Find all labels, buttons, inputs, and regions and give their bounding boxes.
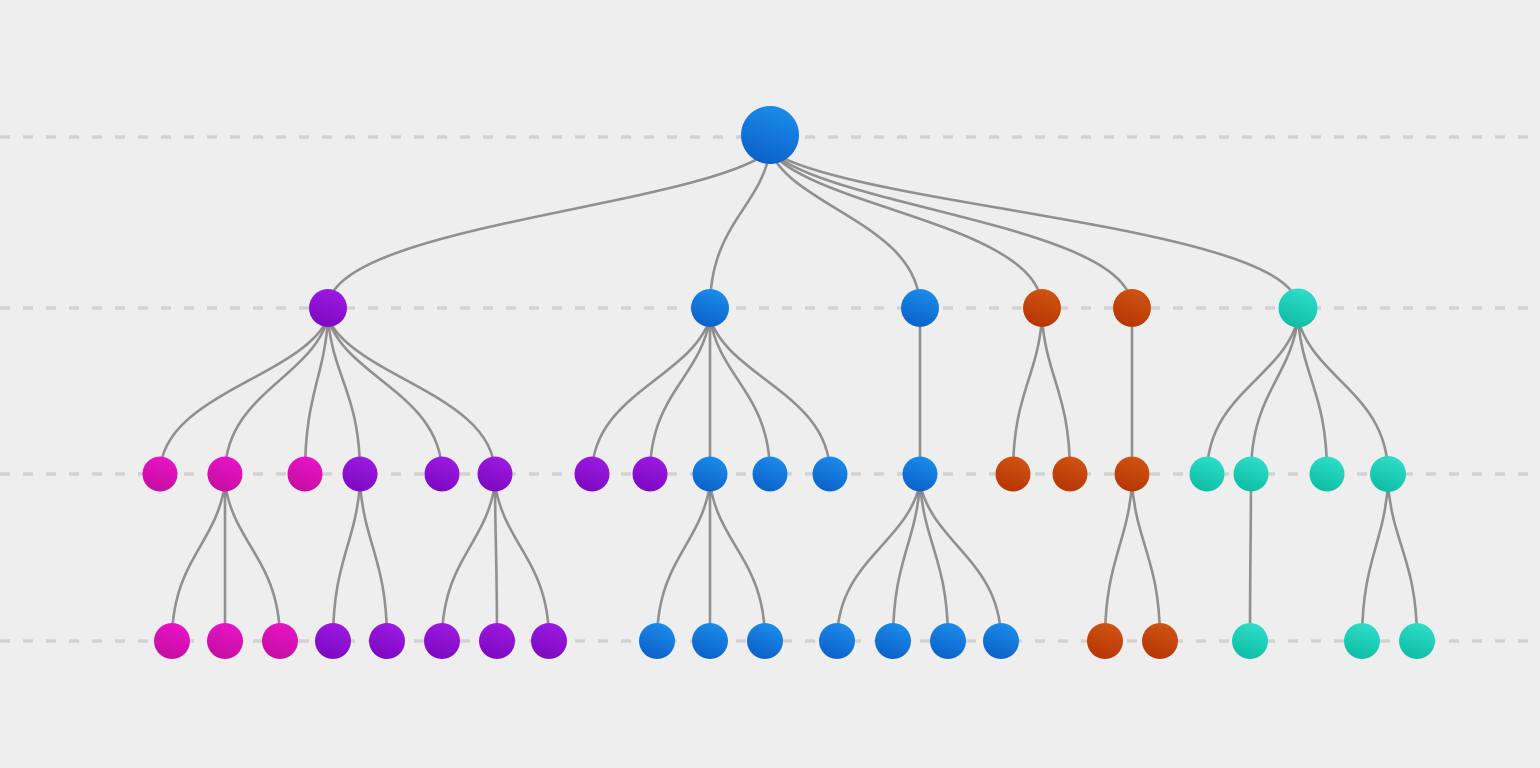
tree-edge [493, 482, 551, 643]
tree-node[interactable] [875, 623, 911, 659]
tree-node[interactable] [1023, 289, 1061, 327]
tree-edge [440, 482, 497, 643]
tree-edge [1011, 317, 1044, 476]
tree-node[interactable] [747, 623, 783, 659]
tree-edge [1386, 482, 1419, 643]
tree-node[interactable] [632, 456, 668, 492]
tree-node[interactable] [424, 456, 460, 492]
tree-edge [158, 317, 330, 476]
tree-edge [918, 482, 1003, 643]
tree-edge [1249, 317, 1300, 476]
tree-nodes [142, 106, 1435, 659]
tree-node[interactable] [315, 623, 351, 659]
tree-node[interactable] [207, 623, 243, 659]
tree-node[interactable] [369, 623, 405, 659]
tree-node[interactable] [752, 456, 788, 492]
tree-edge [326, 317, 444, 476]
tree-node[interactable] [154, 623, 190, 659]
tree-node[interactable] [1309, 456, 1345, 492]
tree-node[interactable] [424, 623, 460, 659]
tree-edge [223, 317, 330, 476]
tree-node[interactable] [983, 623, 1019, 659]
tree-node[interactable] [1232, 623, 1268, 659]
tree-edge [303, 317, 330, 476]
tree-node[interactable] [479, 623, 515, 659]
tree-node[interactable] [812, 456, 848, 492]
tree-node[interactable] [1233, 456, 1269, 492]
tree-node[interactable] [995, 456, 1031, 492]
tree-edge [223, 482, 282, 643]
tree-node[interactable] [1344, 623, 1380, 659]
tree-node[interactable] [309, 289, 347, 327]
tree-node[interactable] [902, 456, 938, 492]
tree-edge [655, 482, 712, 643]
tree-edge [891, 482, 922, 643]
tree-edge [1296, 317, 1390, 476]
tree-edge [358, 482, 389, 643]
tree-edge [493, 482, 499, 643]
tree-node[interactable] [531, 623, 567, 659]
tree-node[interactable] [1087, 623, 1123, 659]
tree-edge [1205, 317, 1300, 476]
tree-node[interactable] [1142, 623, 1178, 659]
tree-edge [1296, 317, 1329, 476]
tree-edge [326, 149, 772, 310]
tree-node[interactable] [1052, 456, 1088, 492]
tree-edge [170, 482, 227, 643]
tree-edge [1248, 482, 1253, 643]
tree-edge [835, 482, 922, 643]
tree-edge [648, 317, 712, 476]
tree-node[interactable] [1399, 623, 1435, 659]
tree-node[interactable] [477, 456, 513, 492]
tree-edge [326, 317, 497, 476]
level-gridlines [0, 135, 1540, 643]
tree-edge [918, 482, 950, 643]
tree-node[interactable] [342, 456, 378, 492]
tree-node[interactable] [262, 623, 298, 659]
tree-edge [1040, 317, 1072, 476]
tree-edge [708, 149, 772, 310]
tree-node[interactable] [1113, 289, 1151, 327]
tree-node[interactable] [287, 456, 323, 492]
tree-node[interactable] [639, 623, 675, 659]
tree-edge [768, 149, 1134, 310]
tree-edge [768, 149, 1300, 310]
tree-node[interactable] [930, 623, 966, 659]
tree-node[interactable] [207, 456, 243, 492]
tree-node[interactable] [142, 456, 178, 492]
tree-edges [158, 149, 1419, 643]
tree-node[interactable] [1370, 456, 1406, 492]
tree-edge [708, 317, 772, 476]
tree-edge [1360, 482, 1390, 643]
tree-node[interactable] [574, 456, 610, 492]
tree-edge [708, 482, 767, 643]
tree-node[interactable] [1278, 288, 1318, 328]
tree-edge [708, 317, 832, 476]
tree-node[interactable] [691, 289, 729, 327]
tree-node[interactable] [901, 289, 939, 327]
tree-node[interactable] [1114, 456, 1150, 492]
tree-edge [326, 317, 362, 476]
tree-node[interactable] [819, 623, 855, 659]
tree-node-root[interactable] [741, 106, 799, 164]
tree-edge [768, 149, 1044, 310]
tree-node[interactable] [692, 456, 728, 492]
tree-node[interactable] [1189, 456, 1225, 492]
tree-edge [768, 149, 922, 310]
tree-edge [331, 482, 362, 643]
tree-edge [1103, 482, 1134, 643]
tree-edge [1130, 482, 1162, 643]
tree-edge [590, 317, 712, 476]
tree-node[interactable] [692, 623, 728, 659]
